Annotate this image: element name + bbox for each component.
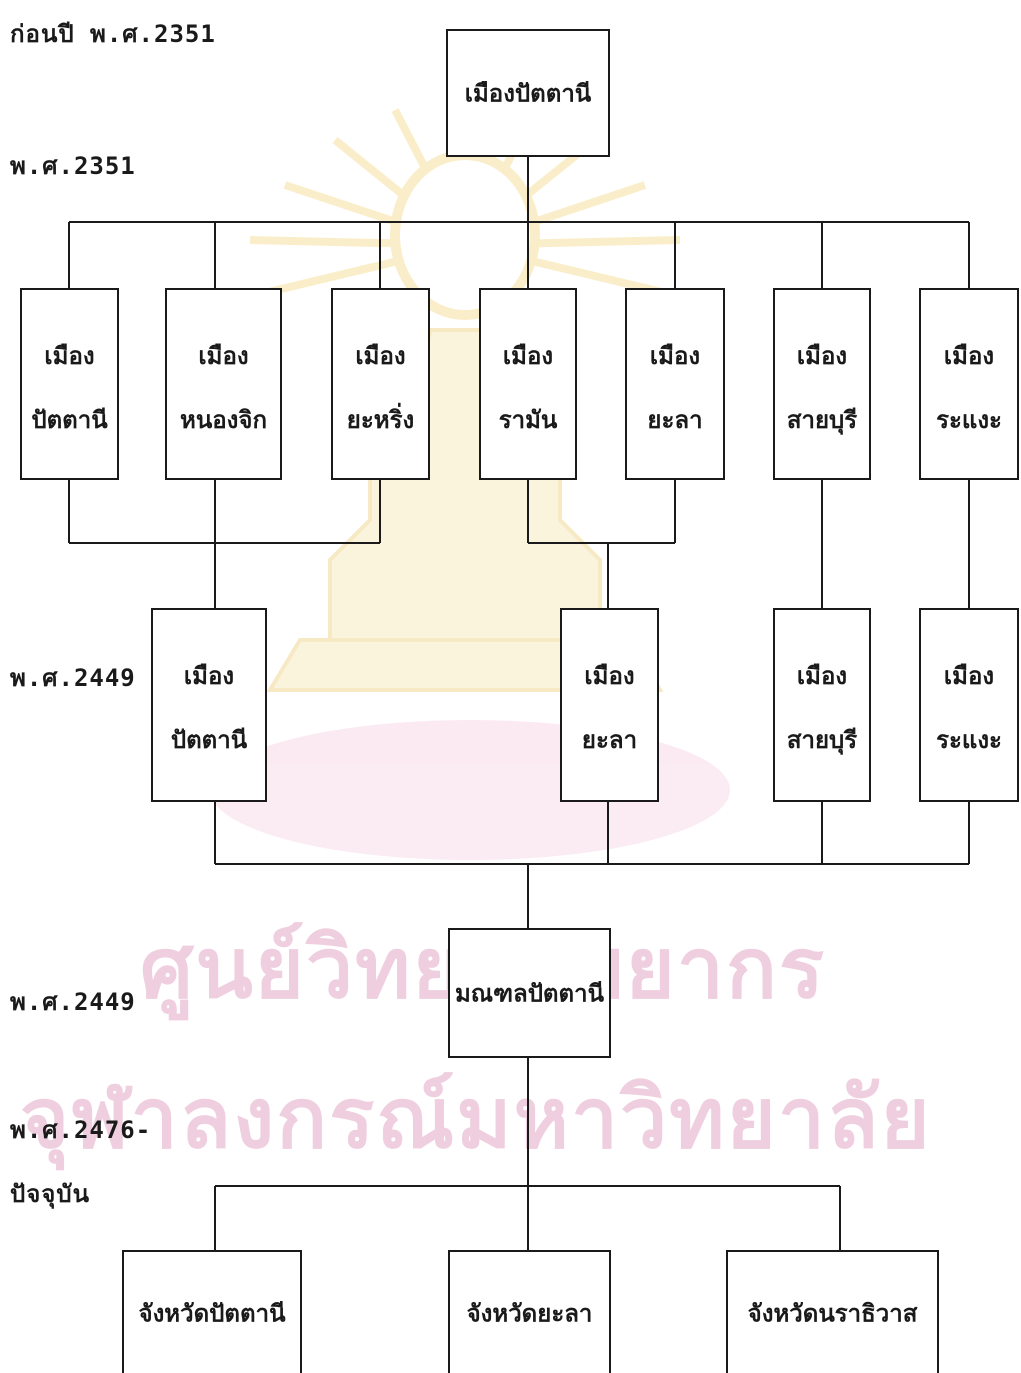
node-label-line2: ปัตตานี [31,406,108,434]
node-label-line2: หนองจิก [180,406,267,434]
node-label-line1: เมือง [649,342,701,370]
node-label-line2: ปัตตานี [170,726,248,754]
node-label-line2: รามัน [498,406,558,434]
node-label-line1: เมือง [943,342,995,370]
node-label: จังหวัดยะลา [466,1299,593,1327]
node-province: จังหวัดนราธิวาส [726,1250,939,1373]
era-label-2449: พ.ศ.2449 [10,664,136,692]
node-label: เมืองปัตตานี [464,79,592,108]
era-label-before-2351: ก่อนปี พ.ศ.2351 [10,20,216,48]
node-label-line1: เมือง [183,662,235,690]
node-2449-town: เมือง ปัตตานี [151,608,267,802]
node-monthon-pattani: มณฑลปัตตานี [448,928,611,1058]
era-label-2351: พ.ศ.2351 [10,152,136,180]
node-label-line2: ระแงะ [936,726,1002,754]
node-label-line2: ยะลา [647,406,703,434]
node-label: จังหวัดนราธิวาส [747,1299,918,1327]
node-label-line1: เมือง [796,662,848,690]
node-label-line2: ยะลา [581,726,638,754]
node-2351-town: เมือง ปัตตานี [20,288,119,480]
node-2351-town: เมือง ยะลา [625,288,725,480]
node-label-line1: เมือง [44,342,95,370]
node-2351-town: เมือง หนองจิก [165,288,282,480]
node-2449-town: เมือง สายบุรี [773,608,871,802]
node-label-line2: สายบุรี [786,726,858,754]
node-root-mueang-pattani: เมืองปัตตานี [446,29,610,157]
node-label-line2: ระแงะ [936,406,1002,434]
node-label-line2: ยะหริ่ง [346,406,415,434]
node-2351-town: เมือง ยะหริ่ง [331,288,430,480]
node-province: จังหวัดปัตตานี [122,1250,302,1373]
node-label: มณฑลปัตตานี [454,979,604,1008]
node-2449-town: เมือง ยะลา [560,608,659,802]
node-2449-town: เมือง ระแงะ [919,608,1019,802]
node-label-line1: เมือง [584,662,635,690]
node-label-line1: เมือง [198,342,249,370]
node-label-line2: สายบุรี [786,406,858,434]
node-label: จังหวัดปัตตานี [138,1299,286,1327]
node-2351-town: เมือง ระแงะ [919,288,1019,480]
node-label-line1: เมือง [502,342,554,370]
node-label-line1: เมือง [796,342,848,370]
node-province: จังหวัดยะลา [448,1250,611,1373]
node-2351-town: เมือง รามัน [479,288,577,480]
node-label-line1: เมือง [355,342,406,370]
era-label-present: ปัจจุบัน [10,1180,90,1208]
era-label-2476: พ.ศ.2476- [10,1116,152,1144]
node-label-line1: เมือง [943,662,995,690]
node-2351-town: เมือง สายบุรี [773,288,871,480]
era-label-2449-monthon: พ.ศ.2449 [10,988,136,1016]
